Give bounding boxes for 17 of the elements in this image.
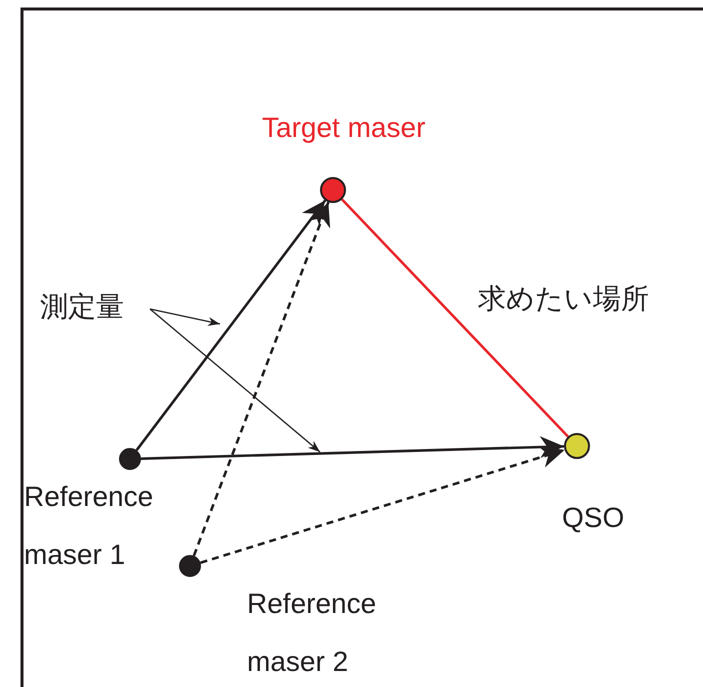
- arrow: [200, 446, 565, 564]
- arrow: [140, 436, 564, 460]
- point-label: QSO: [562, 501, 624, 535]
- leader-arrow: [150, 308, 320, 452]
- point-marker: [119, 448, 141, 470]
- point-label: Reference maser 2: [247, 587, 378, 679]
- point-marker: [179, 555, 201, 577]
- point-marker: [564, 433, 590, 459]
- arrow: [192, 202, 330, 556]
- point-label: Reference maser 1: [24, 480, 154, 572]
- connector-line: [341, 198, 569, 438]
- arrow: [136, 200, 326, 451]
- point-label: Target maser: [262, 111, 426, 145]
- callout-text: 測定量: [40, 278, 124, 336]
- leader-arrow: [150, 308, 220, 326]
- annotation-text: 求めたい場所: [478, 282, 649, 316]
- point-marker: [320, 177, 346, 203]
